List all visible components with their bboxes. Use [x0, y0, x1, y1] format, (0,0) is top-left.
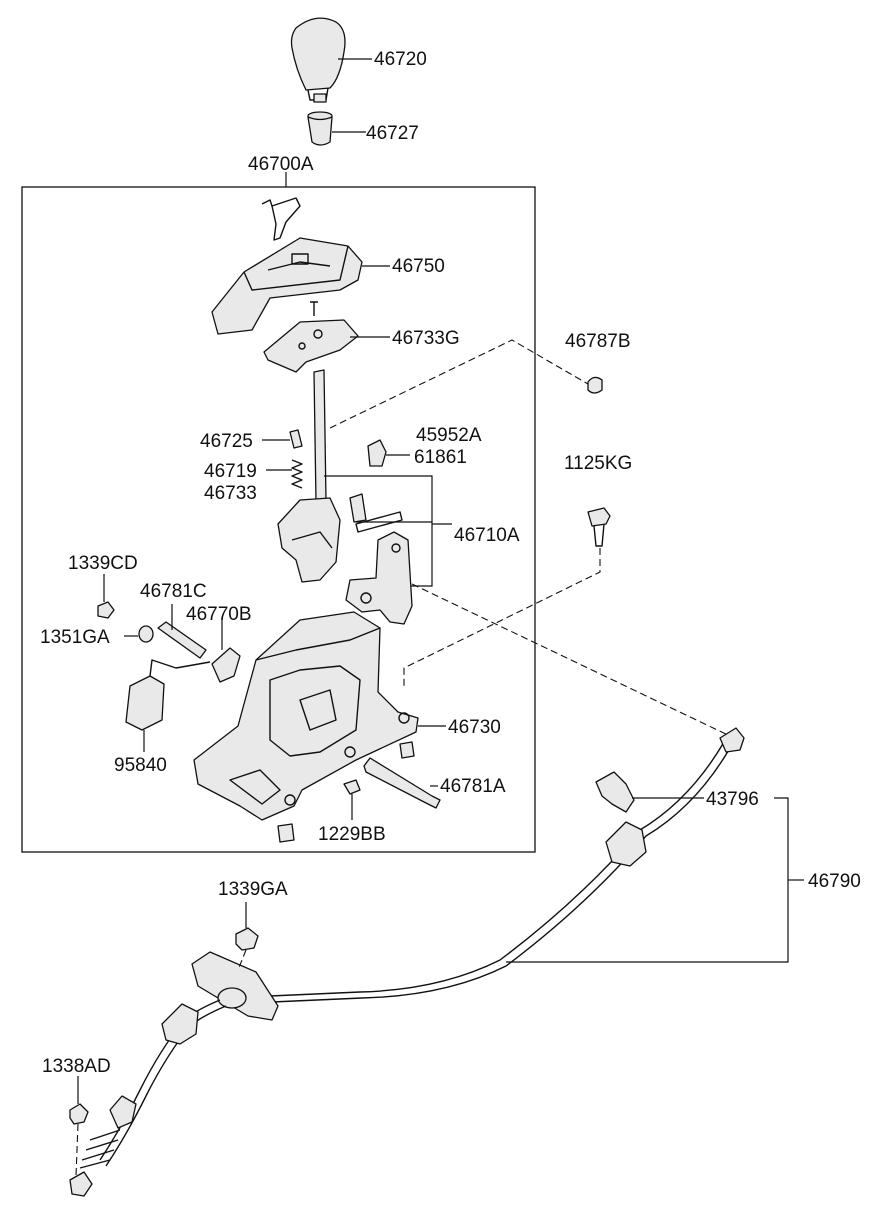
shift-cable-46790[interactable] [69, 727, 745, 1197]
nut-1339GA[interactable] [235, 927, 259, 951]
label-1338AD: 1338AD [42, 1056, 111, 1077]
label-46730: 46730 [448, 717, 501, 738]
washer-1351GA[interactable] [138, 625, 154, 643]
label-46720: 46720 [374, 49, 427, 70]
nut-1339CD[interactable] [97, 601, 115, 619]
label-46733G: 46733G [392, 328, 460, 349]
screw-1229BB[interactable] [343, 779, 361, 795]
label-46725: 46725 [200, 431, 253, 452]
clip-43796[interactable] [595, 771, 635, 813]
clip-45952A[interactable] [367, 439, 387, 467]
label-46733: 46733 [204, 483, 257, 504]
shift-lever-rod[interactable] [313, 369, 327, 503]
label-1339CD: 1339CD [68, 553, 138, 574]
label-46781A: 46781A [440, 776, 506, 797]
label-46710A: 46710A [454, 525, 520, 546]
label-46770B: 46770B [186, 604, 252, 625]
indicator-plate-46733G[interactable] [263, 319, 359, 373]
pin-46781A[interactable] [363, 757, 441, 809]
solenoid-95840[interactable] [125, 659, 211, 731]
knob-sleeve-46727[interactable] [307, 111, 333, 146]
label-1351GA: 1351GA [40, 627, 110, 648]
label-1229BB: 1229BB [318, 824, 386, 845]
detent-plate[interactable] [345, 531, 413, 625]
indicator-cover-46750[interactable] [211, 237, 363, 335]
label-46790: 46790 [808, 871, 861, 892]
lever-base-46710A[interactable] [277, 493, 403, 583]
spring-46719[interactable] [291, 459, 303, 489]
assembly-frame-46700A [21, 186, 536, 853]
bushing-46787B[interactable] [587, 376, 603, 394]
label-46787B: 46787B [565, 331, 631, 352]
label-1125KG: 1125KG [564, 453, 632, 474]
label-46750: 46750 [392, 256, 445, 277]
shifter-housing-46730[interactable] [193, 611, 419, 821]
label-45952A: 45952A [416, 425, 482, 446]
label-61861: 61861 [414, 447, 467, 468]
label-95840: 95840 [114, 755, 167, 776]
label-1339GA: 1339GA [218, 879, 288, 900]
pin-46725[interactable] [289, 429, 303, 449]
label-46719: 46719 [204, 461, 257, 482]
label-43796: 43796 [706, 789, 759, 810]
label-46700A: 46700A [248, 154, 314, 175]
shift-knob-46720[interactable] [290, 17, 346, 103]
indicator-clip[interactable] [261, 197, 301, 241]
label-46781C: 46781C [140, 581, 207, 602]
pin-46781C[interactable] [157, 621, 207, 659]
label-46727: 46727 [366, 123, 419, 144]
lever-46770B[interactable] [211, 647, 241, 683]
bolt-1125KG[interactable] [587, 507, 611, 547]
nut-1338AD[interactable] [69, 1103, 89, 1125]
